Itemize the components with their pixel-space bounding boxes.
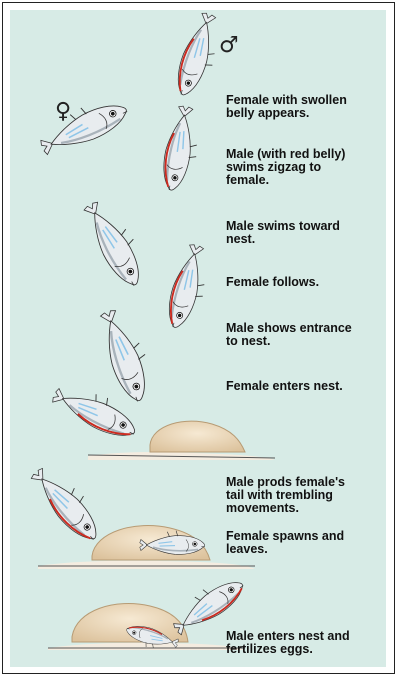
step-label-3: Male swims toward nest. — [226, 220, 386, 246]
step-label-8: Female spawns and leaves. — [226, 530, 386, 556]
step-label-6: Female enters nest. — [226, 380, 386, 393]
step-label-1: Female with swollen belly appears. — [226, 94, 386, 120]
male-symbol: ♂ — [219, 33, 239, 58]
step-label-9: Male enters nest and fertilizes eggs. — [226, 630, 386, 656]
step-label-4: Female follows. — [226, 276, 386, 289]
female-symbol: ♀ — [55, 99, 71, 124]
step-label-7: Male prods female's tail with trembling … — [226, 476, 386, 515]
step-label-2: Male (with red belly) swims zigzag to fe… — [226, 148, 386, 187]
step-label-5: Male shows entrance to nest. — [226, 322, 386, 348]
